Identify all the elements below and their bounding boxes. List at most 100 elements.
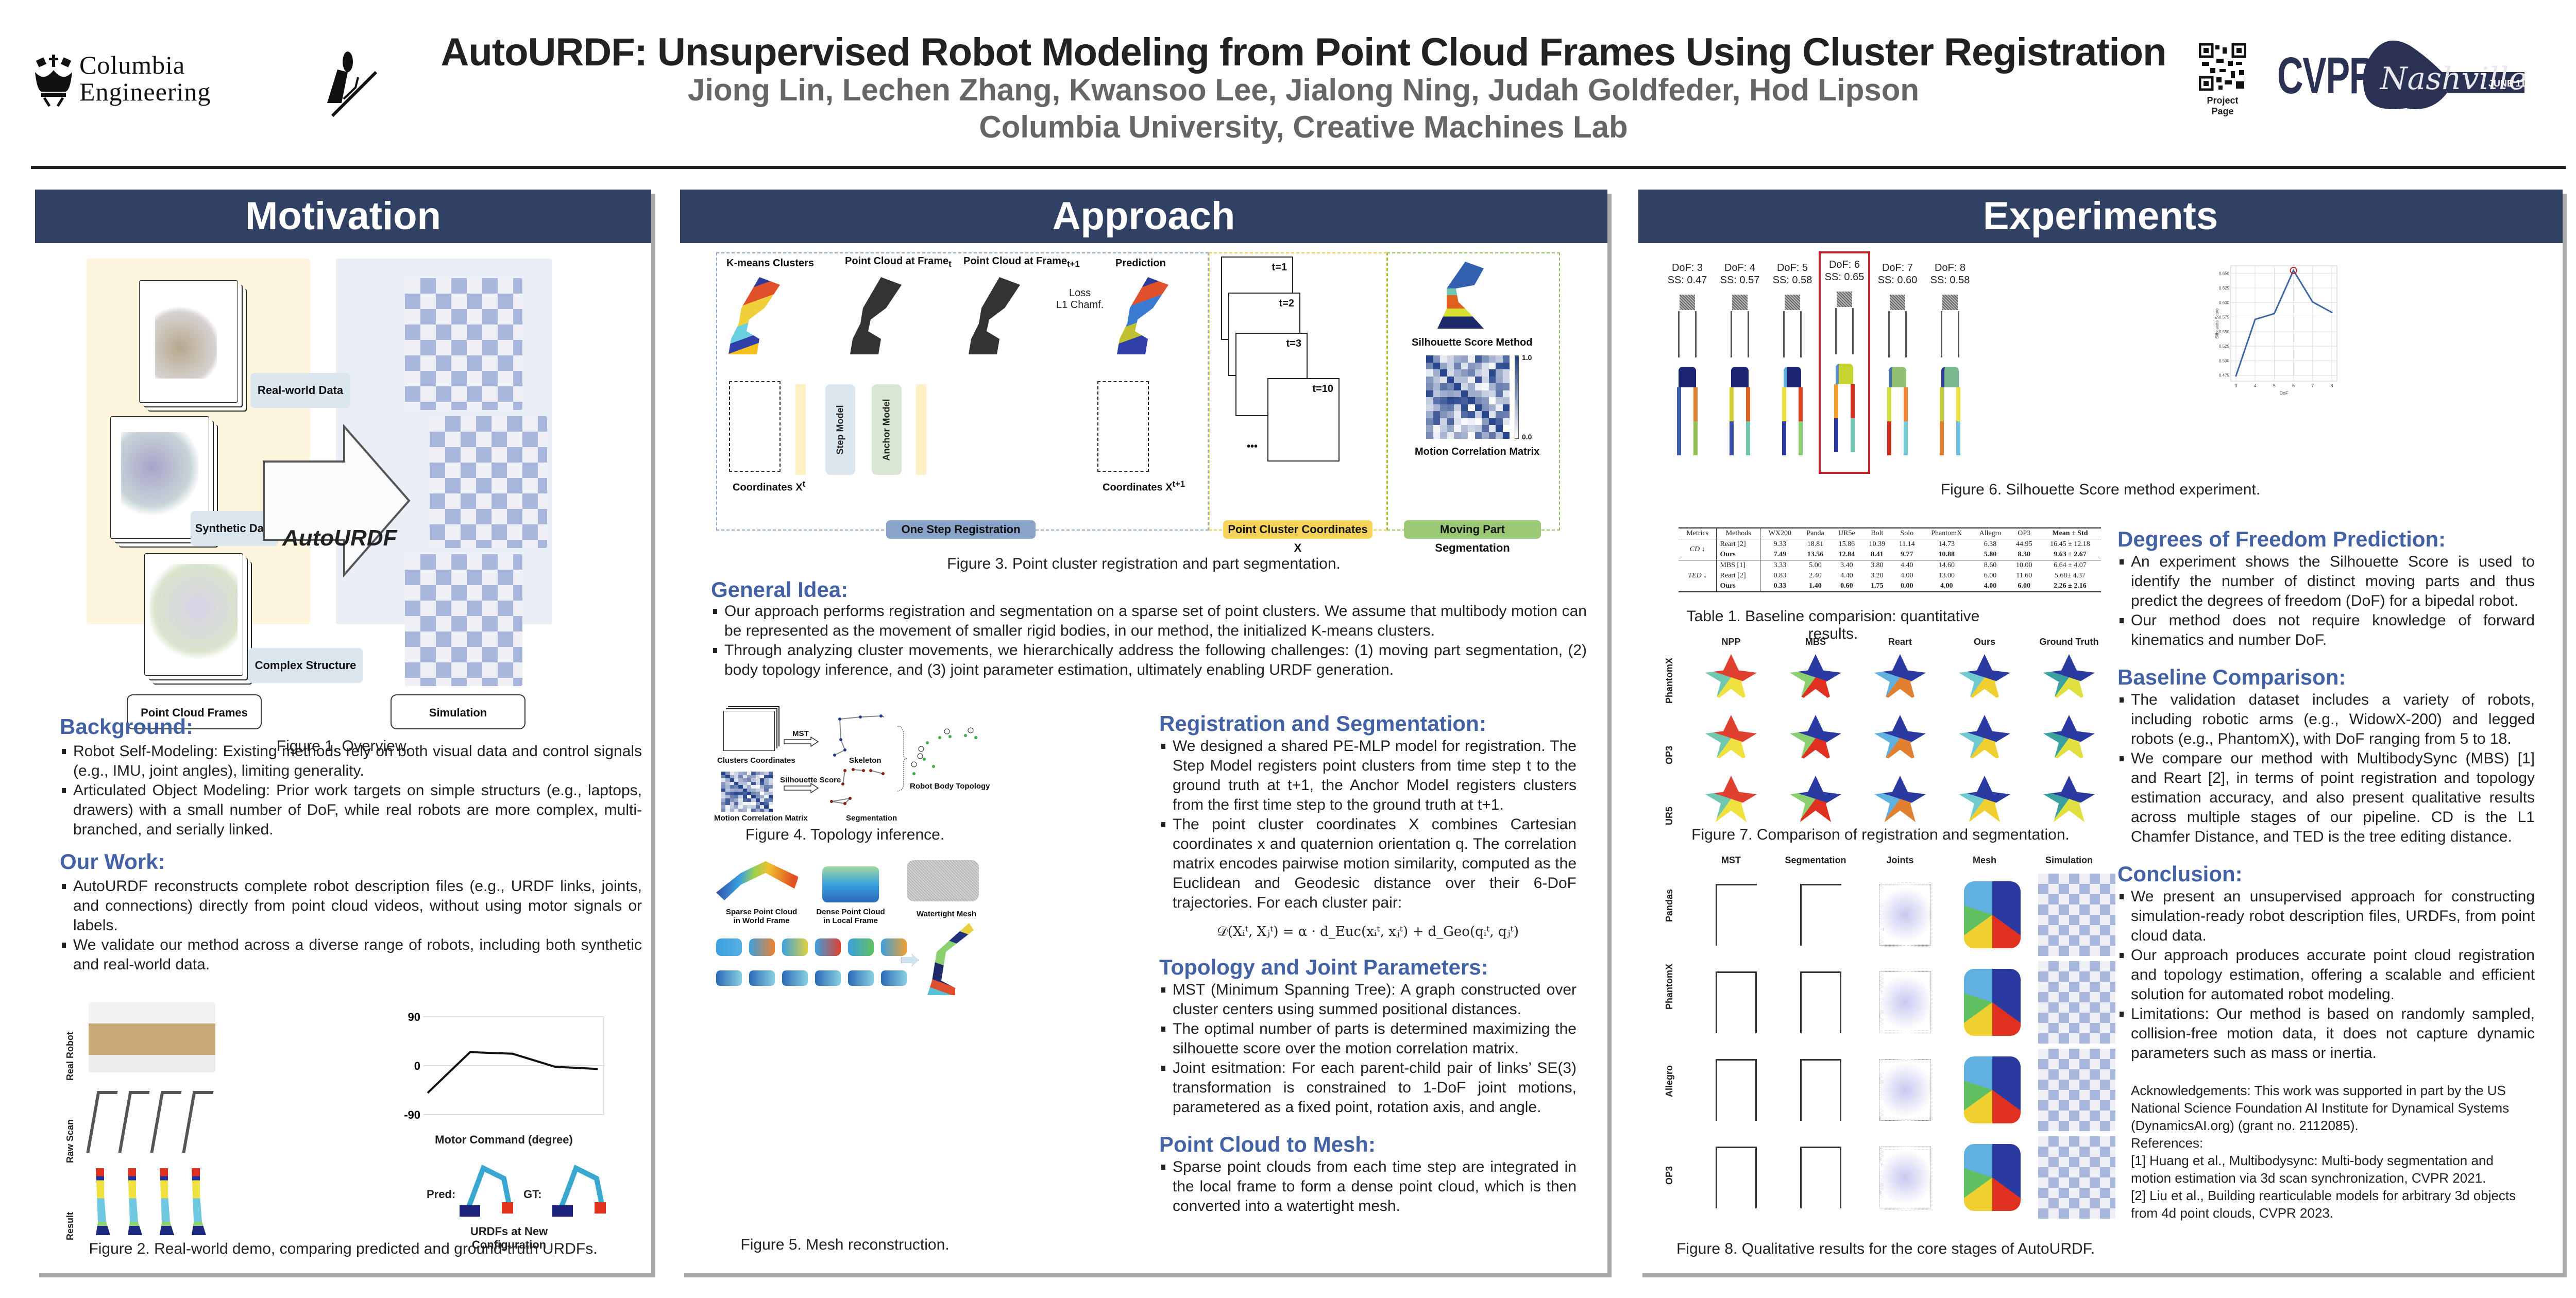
matrix-cell [1433,418,1440,425]
matrix-cell [1433,390,1440,397]
result-urdf [160,1168,174,1235]
row-label: PhantomX [1664,657,1674,704]
brace-icon [897,726,907,792]
matrix-cell [734,792,739,795]
dof-label: DoF: 5 [1776,262,1808,274]
matrix-cell [742,785,747,789]
registration-item: The point cluster coordinates X combines… [1159,815,1577,913]
value-cell: 15.86 [1838,540,1855,548]
matrix-cell [1433,362,1440,369]
matrix-cell [764,801,769,805]
our-work-heading: Our Work: [60,849,165,874]
mesh-thumbnail [1964,1144,2021,1211]
matrix-cell [1447,362,1454,369]
matrix-cell [759,781,765,785]
row-label-real-robot: Real Robot [65,1031,75,1081]
matrix-cell [738,801,743,805]
matrix-cell [1468,425,1475,432]
mcm-small-label: Motion Correlation Matrix [714,814,808,823]
matrix-cell [1496,376,1503,383]
matrix-cell [1447,355,1454,363]
matrix-cell [721,775,726,778]
segmented-torso [1679,367,1696,387]
matrix-cell [738,795,743,798]
matrix-cell [755,798,760,802]
matrix-cell [1454,411,1461,418]
dof-label: DoF: 4 [1724,262,1756,274]
matrix-cell [1447,411,1454,418]
part-local [848,970,874,986]
matrix-cell [1475,369,1482,377]
matrix-cell [1496,425,1503,432]
assembled-robot-mesh [927,923,974,995]
matrix-cell [742,781,747,785]
pred-label: Pred: [427,1188,456,1201]
matrix-cell [747,785,752,789]
graph-thumbnail [1716,1059,1757,1121]
matrix-cell [1461,383,1468,390]
matrix-cell [725,792,730,795]
column-label: MBS [1805,637,1826,647]
y-tick-label: 0.650 [2219,271,2230,276]
part-local [782,970,808,986]
coordinates-t-label: Coordinates Xt [733,479,806,493]
matrix-cell [1426,383,1433,390]
panel-motivation: Motivation Real-world Data Synthetic Dat… [35,190,651,1273]
matrix-cell [768,788,773,792]
value-cell: 5.80 [1984,551,1997,558]
sim-image-arm [405,278,522,410]
experiments-right-text: Degrees of Freedom Prediction: An experi… [2117,526,2535,1222]
topology-item: The optimal number of parts is determine… [1159,1019,1577,1058]
real-world-frames [139,280,238,403]
value-cell: 0.00 [1901,582,1913,590]
logo-line-2: Engineering [79,77,211,106]
matrix-cell [742,801,747,805]
watertight-mesh [907,860,979,901]
table-header-cell: Bolt [1862,528,1892,539]
matrix-cell [738,785,743,789]
matrix-cell [768,775,773,778]
autourdf-arrow-icon [263,424,411,578]
value-cell: 16.45 ± 12.18 [2050,540,2090,548]
matrix-cell [747,792,752,795]
matrix-cell [1482,397,1489,404]
matrix-cell [1502,411,1510,418]
y-tick-label: 90 [408,1012,420,1023]
matrix-cell [734,785,739,789]
panel-title: Motivation [35,190,651,243]
value-cell: 9.63 ± 2.67 [2054,551,2087,558]
matrix-cell [1447,397,1454,404]
registration-heading: Registration and Segmentation: [1159,711,1486,736]
matrix-cell [1502,390,1510,397]
matrix-cell [1433,383,1440,390]
matrix-cell [755,781,760,785]
skeleton-graph [833,714,885,757]
matrix-cell [1440,404,1447,411]
part-cloud [881,938,907,956]
table-header-cell: Allegro [1971,528,2009,539]
simulation-thumbnail [2038,1049,2115,1131]
one-step-registration-tag: One Step Registration [886,520,1036,539]
project-page-qr[interactable]: Project Page [2198,43,2247,116]
silhouette-score-label: Silhouette Score [780,776,841,784]
part-local [716,970,742,986]
part-cloud [815,938,841,956]
table-header-cell: OP3 [2009,528,2039,539]
matrix-cell [1440,425,1447,432]
pred-urdf-icon [460,1165,513,1217]
matrix-cell [721,801,726,805]
skeleton-legs [1835,308,1854,354]
mst-arrow-icon [784,737,819,747]
matrix-cell [1496,355,1503,363]
matrix-cell [730,785,734,789]
matrix-cell [742,808,747,812]
result-urdf [96,1168,110,1235]
matrix-cell [1461,397,1468,404]
baseline-item: We compare our method with MultibodySync… [2117,749,2535,847]
topology-item: MST (Minimum Spanning Tree): A graph con… [1159,980,1577,1019]
motion-correlation-matrix [1426,355,1510,439]
matrix-cell [1461,404,1468,411]
matrix-cell [764,788,769,792]
value-cell: 6.00 [1984,572,1997,579]
simulation-thumbnail [2038,1136,2115,1219]
